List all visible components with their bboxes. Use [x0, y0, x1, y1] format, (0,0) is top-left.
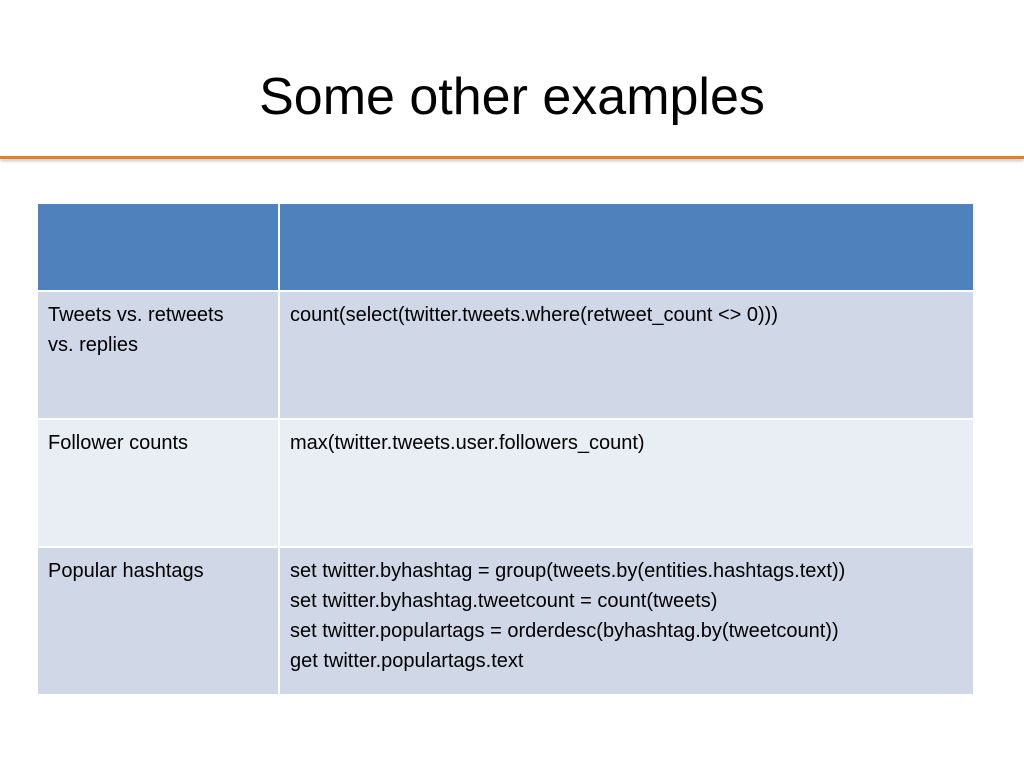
row-label-line: vs. replies	[48, 334, 139, 356]
row-code-line: get twitter.populartags.text	[290, 650, 524, 672]
table-row: Popular hashtags set twitter.byhashtag =…	[36, 546, 975, 696]
row-code-cell: set twitter.byhashtag = group(tweets.by(…	[278, 546, 975, 696]
slide-title: Some other examples	[259, 68, 765, 126]
row-label-line: Popular hashtags	[48, 560, 204, 582]
row-code-line: set twitter.byhashtag = group(tweets.by(…	[290, 560, 846, 582]
row-label-line: Tweets vs. retweets	[48, 304, 224, 326]
row-code-cell: max(twitter.tweets.user.followers_count)	[278, 418, 975, 548]
row-label-cell: Popular hashtags	[36, 546, 280, 696]
row-code-line: max(twitter.tweets.user.followers_count)	[290, 432, 645, 454]
header-cell-label	[36, 202, 280, 292]
row-label-cell: Tweets vs. retweets vs. replies	[36, 290, 280, 420]
examples-table-container: Tweets vs. retweets vs. replies count(se…	[36, 202, 975, 696]
header-cell-code	[278, 202, 975, 292]
row-code-line: set twitter.byhashtag.tweetcount = count…	[290, 590, 718, 612]
title-divider	[0, 156, 1024, 159]
table-row: Tweets vs. retweets vs. replies count(se…	[36, 290, 975, 420]
examples-table: Tweets vs. retweets vs. replies count(se…	[36, 202, 975, 696]
table-row: Follower counts max(twitter.tweets.user.…	[36, 418, 975, 548]
row-label-cell: Follower counts	[36, 418, 280, 548]
row-code-cell: count(select(twitter.tweets.where(retwee…	[278, 290, 975, 420]
row-code-line: set twitter.populartags = orderdesc(byha…	[290, 620, 839, 642]
row-label-line: Follower counts	[48, 432, 189, 454]
row-code-line: count(select(twitter.tweets.where(retwee…	[290, 304, 778, 326]
table-header-row	[36, 202, 975, 292]
